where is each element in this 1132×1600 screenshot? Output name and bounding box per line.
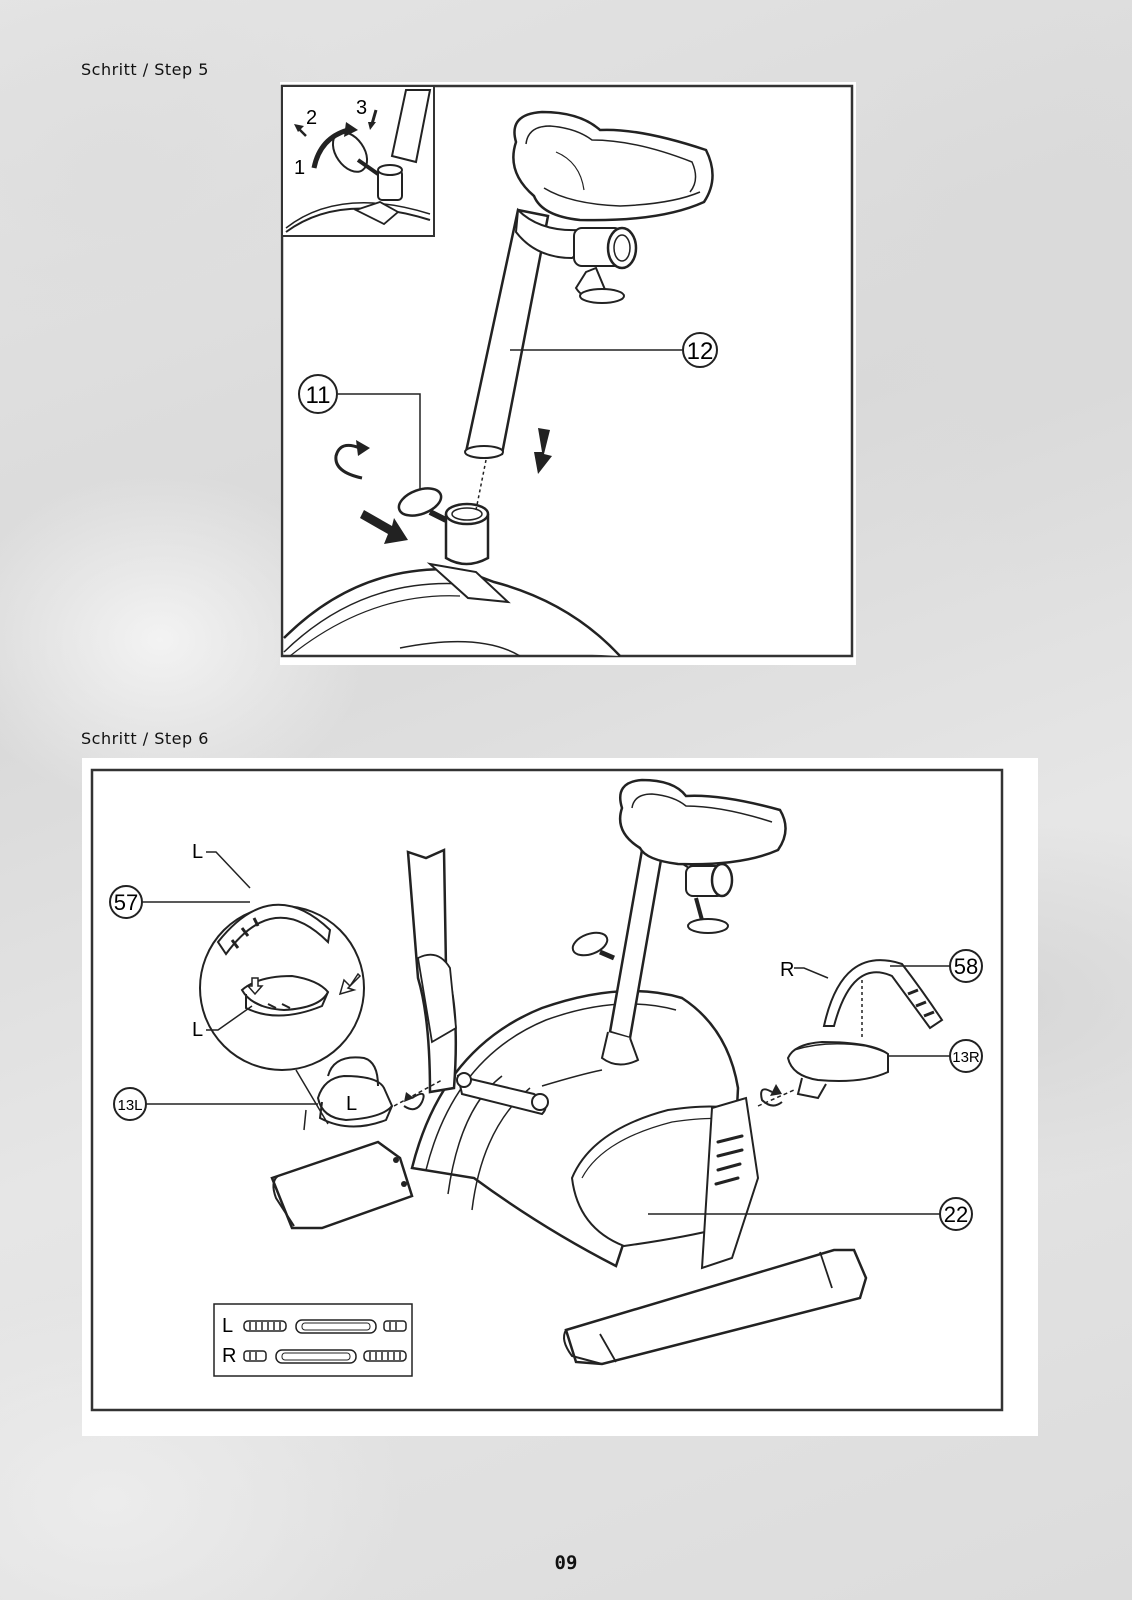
callout-label-11: 11 bbox=[306, 382, 331, 409]
callout-part-13r: 13R bbox=[888, 1039, 983, 1073]
svg-text:R: R bbox=[780, 959, 794, 981]
saddle bbox=[512, 110, 714, 222]
callout-part-58: 58 bbox=[890, 949, 983, 983]
pedal-strap-detail-circle bbox=[199, 903, 365, 1071]
callout-label-58: 58 bbox=[954, 954, 978, 979]
callout-label-13l: 13L bbox=[117, 1097, 142, 1114]
callout-part-11: 11 bbox=[298, 374, 421, 490]
right-pedal-strap bbox=[822, 959, 944, 1030]
callout-label-22: 22 bbox=[944, 1202, 968, 1227]
page-number: 09 bbox=[554, 1552, 578, 1574]
step-6-illustration: L L L R 57 58 13L bbox=[82, 758, 1038, 1436]
callout-label-57: 57 bbox=[114, 890, 138, 915]
svg-text:L: L bbox=[192, 1019, 203, 1041]
bike-frame bbox=[270, 848, 868, 1366]
step-5-heading: Schritt / Step 5 bbox=[81, 60, 209, 79]
svg-text:L: L bbox=[192, 841, 203, 863]
adjustment-knob bbox=[397, 487, 448, 523]
step-5-illustration: 1 2 3 bbox=[280, 82, 856, 665]
callout-label-13r: 13R bbox=[952, 1049, 980, 1066]
legend-right-label: R bbox=[222, 1345, 236, 1367]
seat-post bbox=[464, 207, 638, 511]
callout-part-22: 22 bbox=[648, 1197, 973, 1231]
side-label-l-bottom: L bbox=[192, 1005, 253, 1041]
seat-post-socket bbox=[444, 502, 490, 566]
right-pedal bbox=[757, 968, 889, 1107]
legend-left-label: L bbox=[222, 1315, 233, 1337]
detail-inset: 1 2 3 bbox=[281, 85, 435, 237]
strap-legend: L R bbox=[213, 1303, 413, 1377]
callout-part-12: 12 bbox=[510, 332, 718, 368]
svg-text:L: L bbox=[346, 1093, 357, 1115]
left-pedal bbox=[303, 1056, 443, 1131]
side-label-l-pedal: L bbox=[346, 1093, 357, 1115]
bike-frame bbox=[283, 562, 621, 657]
step-6-heading: Schritt / Step 6 bbox=[81, 729, 209, 748]
inset-number-1: 1 bbox=[294, 157, 305, 179]
callout-label-12: 12 bbox=[687, 338, 714, 365]
inset-number-3: 3 bbox=[356, 97, 367, 119]
side-label-r: R bbox=[780, 959, 829, 981]
seat-post-assembly bbox=[571, 778, 787, 1066]
direction-arrows bbox=[334, 428, 552, 544]
side-label-l-top: L bbox=[192, 841, 251, 889]
callout-part-13l: 13L bbox=[113, 1087, 318, 1121]
callout-part-57: 57 bbox=[109, 885, 250, 919]
inset-number-2: 2 bbox=[306, 107, 317, 129]
